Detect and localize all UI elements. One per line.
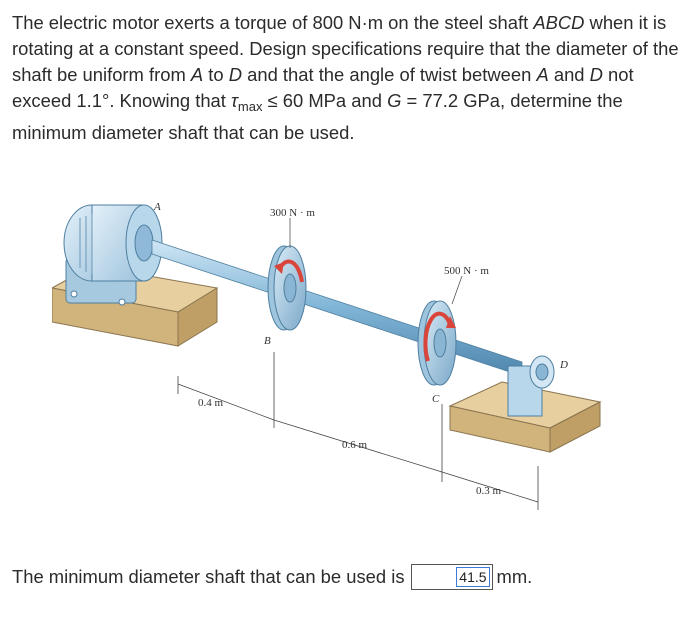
electric-motor [63,204,163,306]
dimension-lines [177,352,539,510]
answer-unit: mm. [496,566,533,588]
problem-text: ≤ 60 MPa and [262,90,388,111]
point-d: D [228,64,242,85]
answer-value: 41.5 [456,567,490,588]
tau-subscript: max [237,99,263,114]
torque-c-leader [451,275,463,305]
answer-input[interactable]: 41.5 [410,564,493,591]
problem-text: when it is rotating at a constant speed.… [12,12,679,85]
torque-b-label: 300 N · m [270,207,315,219]
point-d: D [589,64,603,85]
gear-b [267,245,307,331]
problem-text: and [548,64,590,85]
label-a: A [153,201,161,213]
problem-statement: The electric motor exerts a torque of 80… [12,10,680,146]
label-d: D [559,359,568,371]
answer-prompt: The minimum diameter shaft that can be u… [12,566,405,588]
dim-cd-label: 0.3 m [476,485,502,497]
problem-text: = 77.2 GPa, determine the minimum diamet… [12,90,623,143]
bearing-base [448,355,602,453]
gear-c [417,300,457,386]
problem-text: and that the angle of twist between [242,64,537,85]
problem-text: to [203,64,229,85]
label-c: C [432,393,440,405]
dim-bc-label: 0.6 m [342,439,368,451]
answer-row: The minimum diameter shaft that can be u… [12,563,533,591]
dim-ab-label: 0.4 m [198,397,224,409]
problem-text: not exceed 1.1°. Knowing that [12,64,634,111]
tau-symbol: τ [231,90,238,111]
shaft-name: ABCD [533,12,585,33]
g-symbol: G [387,90,402,111]
torque-c-label: 500 N · m [444,265,489,277]
problem-text: The electric motor exerts a torque of 80… [12,12,534,33]
label-b: B [264,335,271,347]
point-a: A [536,64,549,85]
point-a: A [190,64,204,85]
shaft-figure: A B C D 300 N · m 500 N · m 0.4 m 0.6 m … [52,201,602,510]
